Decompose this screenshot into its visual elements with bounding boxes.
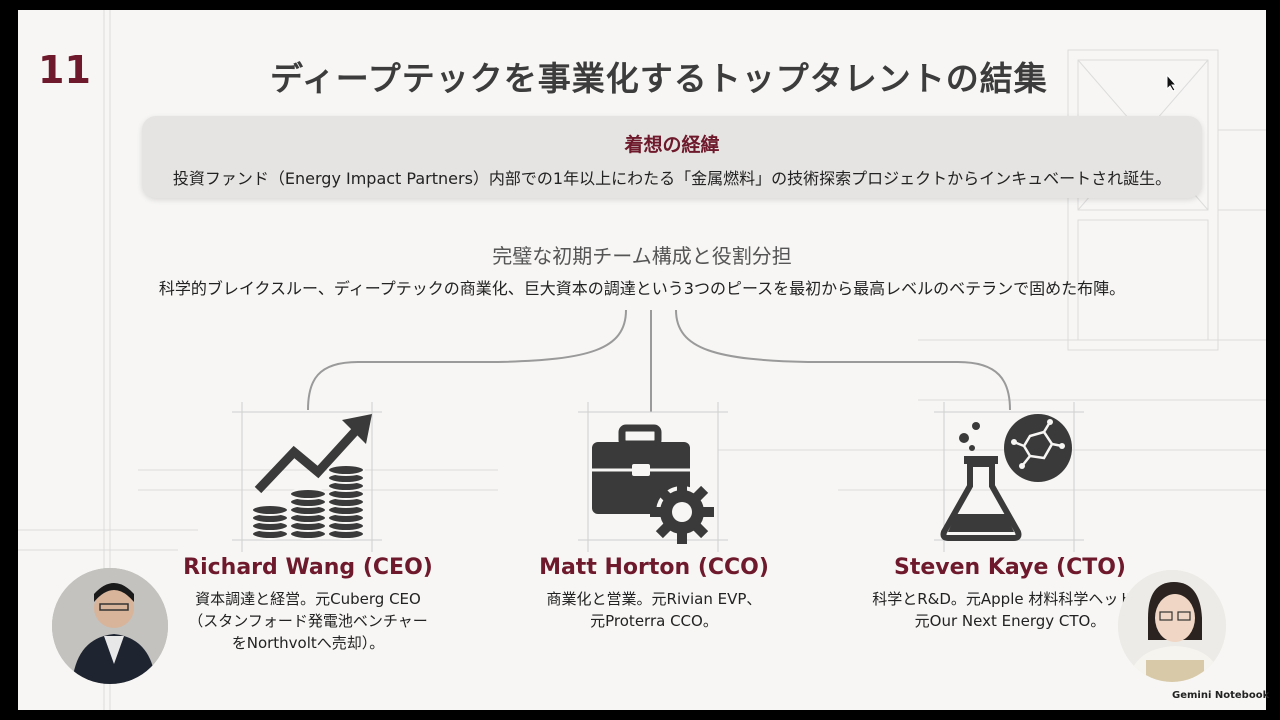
member-cco: Matt Horton (CCO) 商業化と営業。元Rivian EVP、 元P… (474, 555, 834, 632)
member-desc: 科学とR&D。元Apple 材料科学ヘッド、 元Our Next Energy … (872, 590, 1148, 630)
member-cto: Steven Kaye (CTO) 科学とR&D。元Apple 材料科学ヘッド、… (830, 555, 1190, 632)
member-ceo: Richard Wang (CEO) 資本調達と経営。元Cuberg CEO （… (128, 555, 488, 654)
origin-text: 投資ファンド（Energy Impact Partners）内部での1年以上にわ… (172, 169, 1172, 188)
presenter-webcam-right (1118, 570, 1226, 682)
member-name: Steven Kaye (CTO) (894, 555, 1126, 580)
presenter-avatar (52, 568, 168, 684)
member-desc: 資本調達と経営。元Cuberg CEO （スタンフォード発電池ベンチャー をNo… (188, 590, 428, 652)
mouse-cursor-icon (1166, 74, 1178, 92)
growth-chart-coins-icon (232, 402, 382, 552)
team-text: 科学的ブレイクスルー、ディープテックの商業化、巨大資本の調達という3つのピースを… (158, 279, 1126, 298)
member-name: Matt Horton (CCO) (539, 555, 769, 580)
member-name: Richard Wang (CEO) (183, 555, 433, 580)
team-heading: 完璧な初期チーム構成と役割分担 (492, 244, 792, 268)
origin-box: 着想の経緯 投資ファンド（Energy Impact Partners）内部での… (142, 116, 1202, 198)
presenter-webcam-left (52, 568, 168, 684)
connector-lines (307, 309, 1011, 412)
origin-title: 着想の経緯 (624, 134, 720, 156)
page-title: ディープテックを事業化するトップタレントの結集 (270, 59, 1048, 98)
member-desc: 商業化と営業。元Rivian EVP、 元Proterra CCO。 (546, 590, 762, 630)
presenter-avatar (1118, 570, 1226, 682)
flask-molecule-icon (934, 402, 1084, 552)
briefcase-gear-icon (578, 402, 728, 552)
slide: 11 ディープテックを事業化するトップタレントの結集 着想の経緯 投資ファンド（… (18, 10, 1266, 710)
brand-watermark: Gemini Notebook (1172, 690, 1270, 701)
page-number: 11 (38, 48, 91, 92)
